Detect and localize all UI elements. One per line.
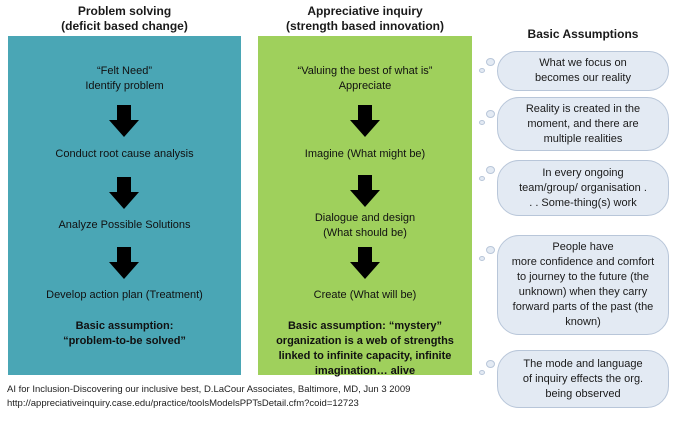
citation-text: AI for Inclusion-Discovering our inclusi… [7, 384, 411, 395]
basic-assumptions-title: Basic Assumptions [527, 27, 639, 41]
ps-assumption-line1: Basic assumption: [75, 320, 174, 332]
ps-step-1-line1: “Felt Need” [96, 65, 153, 77]
problem-solving-subtitle: (deficit based change) [61, 19, 188, 33]
down-arrow-icon [350, 105, 380, 137]
ai-step-2-line1: Imagine (What might be) [304, 148, 426, 160]
problem-solving-title: Problem solving [77, 4, 172, 18]
ai-step-3-line1: Dialogue and design [314, 212, 416, 224]
down-arrow-icon [109, 177, 139, 209]
ps-step-identify-problem: “Felt Need” Identify problem [8, 64, 241, 94]
ai-step-appreciate: “Valuing the best of what is” Appreciate [258, 64, 472, 94]
bubble-4-line5: forward parts of the past (the [512, 301, 654, 313]
ai-basic-assumption: Basic assumption: “mystery” organization… [258, 319, 472, 379]
ai-assumption-line3: linked to infinite capacity, infinite [278, 350, 452, 362]
thought-bubble-dot-icon [486, 58, 495, 66]
ps-step-analyze-solutions: Analyze Possible Solutions [8, 218, 241, 233]
thought-bubble-dot-icon [486, 246, 495, 254]
citation-url: http://appreciativeinquiry.case.edu/prac… [7, 398, 359, 409]
thought-bubble-dot-icon [479, 68, 485, 73]
ai-step-imagine: Imagine (What might be) [258, 147, 472, 162]
bubble-2-line3: multiple realities [543, 132, 623, 145]
ps-step-2-line1: Conduct root cause analysis [55, 148, 194, 160]
thought-bubble-dot-icon [486, 166, 495, 174]
problem-solving-panel: “Felt Need” Identify problem Conduct roo… [8, 36, 241, 375]
thought-bubble-dot-icon [479, 370, 485, 375]
bubble-4-line4: unknown) when they carry [518, 286, 648, 298]
ai-assumption-line4: imagination… alive [314, 365, 416, 377]
ai-step-3-line2: (What should be) [323, 227, 407, 239]
ps-step-action-plan: Develop action plan (Treatment) [8, 288, 241, 303]
down-arrow-icon [350, 247, 380, 279]
ai-assumption-line2: organization is a web of strengths [276, 335, 454, 347]
down-arrow-icon [109, 105, 139, 137]
thought-bubble-dot-icon [479, 256, 485, 261]
assumption-bubble-focus: What we focus on becomes our reality [497, 51, 669, 91]
ps-step-root-cause: Conduct root cause analysis [8, 147, 241, 162]
thought-bubble-dot-icon [486, 360, 495, 368]
bubble-4-line2: more confidence and comfort [511, 256, 655, 268]
ai-step-dialogue-design: Dialogue and design (What should be) [258, 211, 472, 241]
bubble-1-line2: becomes our reality [535, 72, 631, 84]
ps-basic-assumption: Basic assumption: “problem-to-be solved” [8, 319, 241, 349]
appreciative-inquiry-heading: Appreciative inquiry (strength based inn… [258, 4, 472, 34]
ai-step-1-line2: Appreciate [338, 80, 392, 92]
thought-bubble-dot-icon [479, 176, 485, 181]
bubble-2-line2: moment, and there are [527, 117, 639, 130]
bubble-3-line1: In every ongoing [542, 166, 624, 179]
bubble-3-line3: . . Some-thing(s) work [529, 196, 637, 209]
bubble-4-line3: to journey to the future (the [516, 271, 650, 283]
bubble-2-line1: Reality is created in the [525, 102, 641, 115]
ps-step-4-line1: Develop action plan (Treatment) [46, 289, 203, 301]
assumption-bubble-confidence: People have more confidence and comfort … [497, 235, 669, 335]
basic-assumptions-heading: Basic Assumptions [497, 27, 669, 42]
thought-bubble-dot-icon [479, 120, 485, 125]
ai-step-1-line1: “Valuing the best of what is” [297, 65, 433, 77]
assumption-bubble-something-works: In every ongoing team/group/ organisatio… [497, 160, 669, 216]
bubble-3-line2: team/group/ organisation . [519, 181, 647, 194]
bubble-5-line3: being observed [545, 387, 621, 400]
ps-step-1-line2: Identify problem [85, 80, 164, 92]
thought-bubble-dot-icon [486, 110, 495, 118]
ai-step-create: Create (What will be) [258, 288, 472, 303]
bubble-1-line1: What we focus on [539, 57, 627, 69]
ai-step-4-line1: Create (What will be) [313, 289, 417, 301]
down-arrow-icon [109, 247, 139, 279]
assumption-bubble-reality: Reality is created in the moment, and th… [497, 97, 669, 151]
appreciative-inquiry-subtitle: (strength based innovation) [285, 19, 444, 33]
appreciative-inquiry-title: Appreciative inquiry [307, 4, 423, 18]
bubble-4-line6: known) [565, 316, 601, 328]
ps-assumption-line2: “problem-to-be solved” [63, 335, 186, 347]
appreciative-inquiry-panel: “Valuing the best of what is” Appreciate… [258, 36, 472, 377]
ai-assumption-line1: Basic assumption: “mystery” [287, 320, 443, 332]
down-arrow-icon [350, 175, 380, 207]
assumption-bubble-mode-language: The mode and language of inquiry effects… [497, 350, 669, 408]
bubble-5-line2: of inquiry effects the org. [522, 372, 644, 385]
ps-step-3-line1: Analyze Possible Solutions [58, 219, 191, 231]
problem-solving-heading: Problem solving (deficit based change) [8, 4, 241, 34]
bubble-5-line1: The mode and language [523, 357, 643, 370]
bubble-4-line1: People have [552, 241, 614, 253]
